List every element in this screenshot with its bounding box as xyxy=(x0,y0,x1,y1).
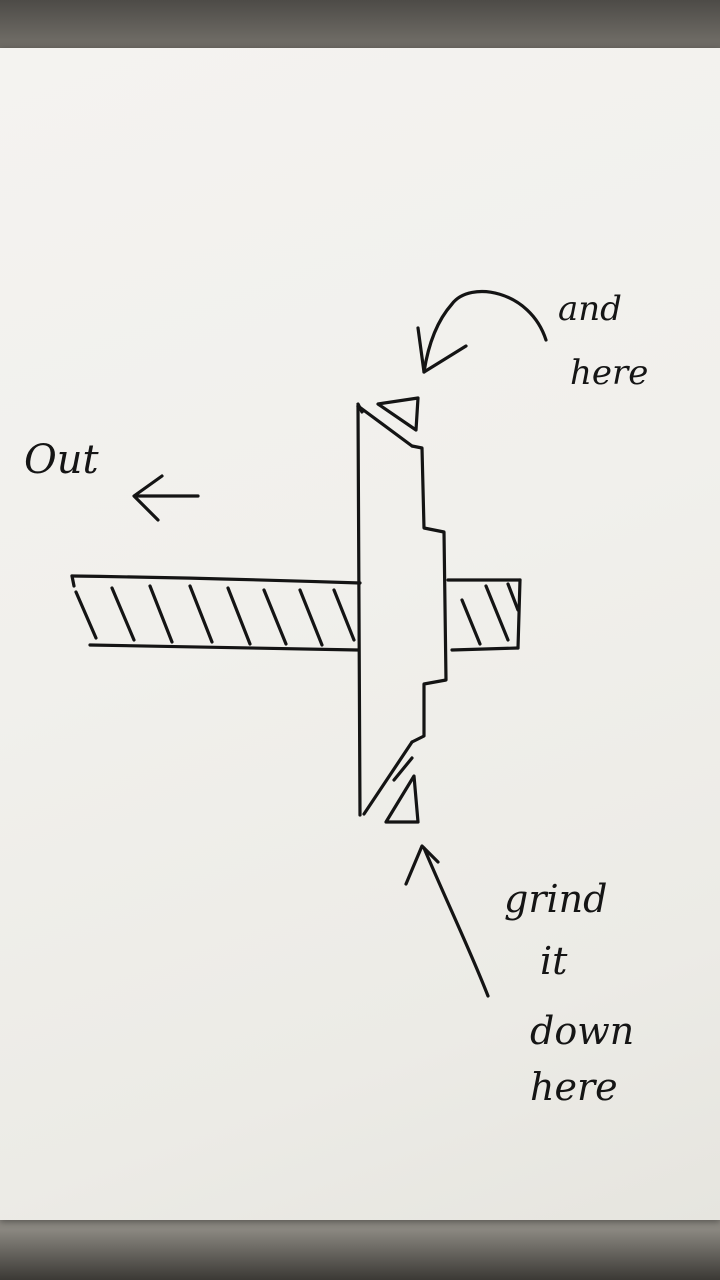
flange-step-profile xyxy=(410,444,448,744)
label-here-top: here xyxy=(570,353,649,393)
threaded-shaft xyxy=(70,574,522,652)
label-down: down xyxy=(530,1009,635,1053)
label-grind: grind xyxy=(504,877,608,921)
shaft-right-bottom-edge xyxy=(450,646,520,652)
grind-mark-bottom xyxy=(392,756,414,782)
label-out: Out xyxy=(24,437,99,483)
flange-nut xyxy=(356,402,448,817)
arrow-top-head xyxy=(416,326,468,374)
arrow-top-shaft xyxy=(422,289,548,374)
arrow-top xyxy=(416,289,548,374)
label-and: and xyxy=(558,289,622,329)
arrow-bottom xyxy=(404,844,490,998)
out-arrow-head xyxy=(132,474,164,522)
shaft-left-end xyxy=(70,574,76,588)
shaft-right-end xyxy=(516,578,522,650)
burr-top xyxy=(356,402,364,414)
arrow-bottom-head xyxy=(404,844,440,886)
flange-front-face xyxy=(356,404,362,817)
label-it: it xyxy=(540,939,568,983)
thread-hatching-right xyxy=(460,582,520,646)
out-arrow xyxy=(132,474,200,522)
arrow-bottom-shaft xyxy=(422,846,490,998)
flange-bottom-bevel xyxy=(362,740,414,816)
grind-triangle-top xyxy=(376,396,420,432)
thread-hatching xyxy=(74,584,356,647)
shaft-bottom-edge xyxy=(88,643,360,652)
shaft-top-edge xyxy=(70,574,362,585)
label-here-bottom: here xyxy=(530,1065,618,1109)
flange-top-bevel xyxy=(356,404,414,448)
grind-triangle-bottom xyxy=(384,774,420,824)
